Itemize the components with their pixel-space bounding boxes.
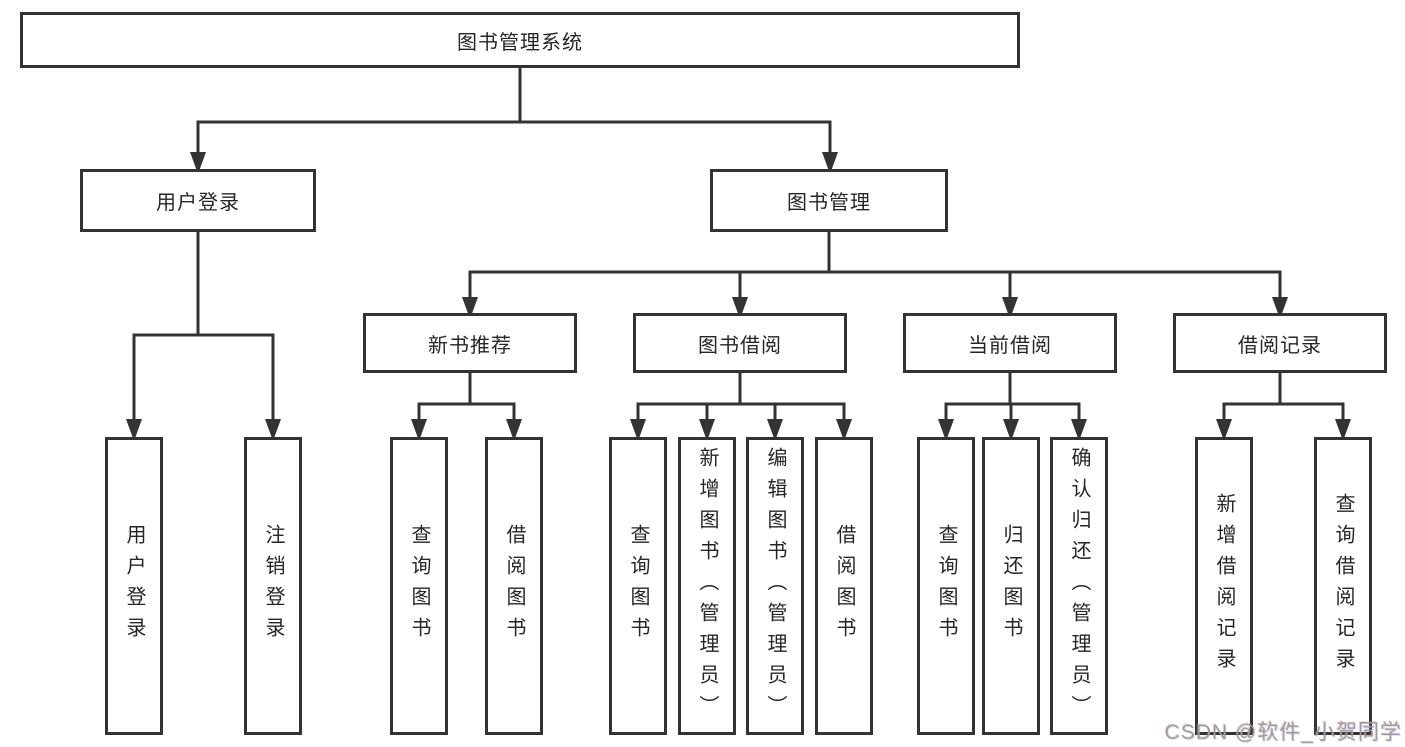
node-label: 图书管理 <box>787 192 871 214</box>
leaf-label: 查询图书 <box>935 524 957 648</box>
leaf-user-login: 用户登录 <box>105 437 163 735</box>
leaf-label: 归还图书 <box>1000 524 1022 648</box>
node-label: 新书推荐 <box>428 334 512 357</box>
leaf-label: 借阅图书 <box>833 524 855 648</box>
leaf-edit-books-admin: 编辑图书（管理员） <box>746 437 804 735</box>
leaf-query-books-recommend: 查询图书 <box>390 437 448 735</box>
leaf-label: 编辑图书（管理员） <box>764 446 786 726</box>
leaf-label: 确认归还（管理员） <box>1068 446 1090 726</box>
leaf-query-books-borrow: 查询图书 <box>609 437 667 735</box>
leaf-borrow-books: 借阅图书 <box>815 437 873 735</box>
leaf-return-books: 归还图书 <box>982 437 1040 735</box>
node-label: 图书管理系统 <box>457 31 583 54</box>
node-borrow-records: 借阅记录 <box>1173 313 1387 373</box>
node-book-borrow: 图书借阅 <box>633 313 847 373</box>
leaf-label: 用户登录 <box>123 524 145 648</box>
leaf-logout-login: 注销登录 <box>244 437 302 735</box>
leaf-label: 新增借阅记录 <box>1213 493 1235 679</box>
node-label: 用户登录 <box>156 192 240 214</box>
leaf-confirm-return-admin: 确认归还（管理员） <box>1050 437 1108 735</box>
node-book-management: 图书管理 <box>710 169 948 232</box>
leaf-query-borrow-record: 查询借阅记录 <box>1314 437 1372 735</box>
leaf-query-books-current: 查询图书 <box>917 437 975 735</box>
leaf-label: 查询图书 <box>627 524 649 648</box>
leaf-add-borrow-record: 新增借阅记录 <box>1195 437 1253 735</box>
node-current-borrow: 当前借阅 <box>903 313 1117 373</box>
node-label: 图书借阅 <box>698 334 782 357</box>
leaf-label: 查询借阅记录 <box>1332 493 1354 679</box>
csdn-watermark: CSDN @软件_小贺同学 <box>1164 721 1402 744</box>
leaf-label: 查询图书 <box>408 524 430 648</box>
node-label: 当前借阅 <box>968 334 1052 357</box>
node-library-management-system: 图书管理系统 <box>20 12 1020 68</box>
leaf-label: 注销登录 <box>262 524 284 648</box>
leaf-label: 借阅图书 <box>503 524 525 648</box>
node-label: 借阅记录 <box>1238 334 1322 357</box>
leaf-add-books-admin: 新增图书（管理员） <box>678 437 736 735</box>
node-new-book-recommend: 新书推荐 <box>363 313 577 373</box>
node-user-login: 用户登录 <box>80 169 316 232</box>
leaf-borrow-books-recommend: 借阅图书 <box>485 437 543 735</box>
leaf-label: 新增图书（管理员） <box>696 446 718 726</box>
